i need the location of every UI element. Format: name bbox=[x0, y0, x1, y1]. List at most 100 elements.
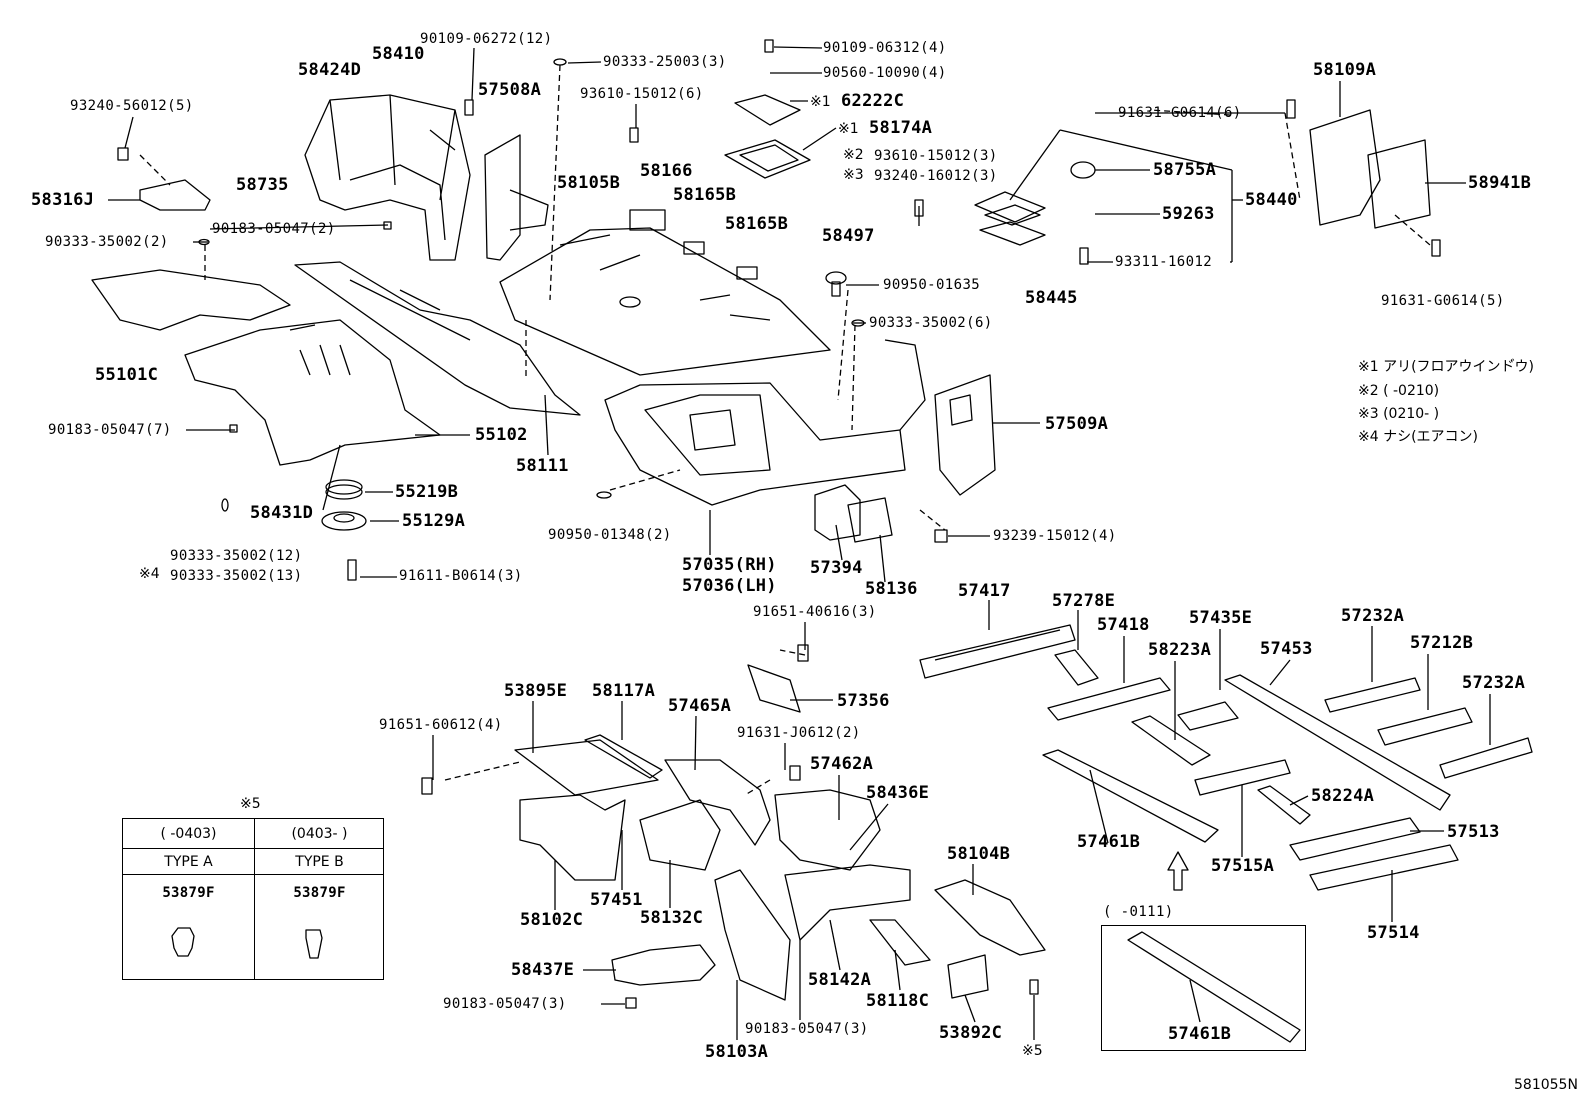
part-number-label: 57417 bbox=[958, 581, 1011, 601]
part-number-label: 91631-J0612(2) bbox=[737, 725, 861, 741]
part-number-label: 58440 bbox=[1245, 190, 1298, 210]
part-number-label: 57509A bbox=[1045, 414, 1109, 434]
part-number-label: 57435E bbox=[1189, 608, 1253, 628]
part-number-label: 58142A bbox=[808, 970, 872, 990]
part-number-label: 90109-06272(12) bbox=[420, 31, 553, 47]
dashed-assembly-lines bbox=[139, 64, 1431, 796]
part-number-label: 58132C bbox=[640, 908, 704, 928]
part-number-label: 90560-10090(4) bbox=[823, 65, 947, 81]
part-number-label: 58223A bbox=[1148, 640, 1212, 660]
part-number-label: 58174A bbox=[869, 118, 933, 138]
part-number-label: 57515A bbox=[1211, 856, 1275, 876]
part-number-label: 90950-01348(2) bbox=[548, 527, 672, 543]
part-number-label: 58316J bbox=[31, 190, 95, 210]
reference-mark: ※5 bbox=[1022, 1043, 1043, 1059]
part-sketches bbox=[91, 39, 1533, 1009]
inset-part-label: 57461B bbox=[1168, 1024, 1232, 1044]
table-range-a: ( -0403) bbox=[160, 826, 217, 842]
part-number-label: 58166 bbox=[640, 161, 693, 181]
reference-mark: ※1 bbox=[838, 121, 859, 137]
part-number-label: 90333-35002(13) bbox=[170, 568, 303, 584]
part-number-label: 58104B bbox=[947, 844, 1011, 864]
part-number-label: 58445 bbox=[1025, 288, 1078, 308]
note-2: ※2 ( -0210) bbox=[1358, 383, 1440, 399]
part-number-label: 59263 bbox=[1162, 204, 1215, 224]
part-number-label: 93311-16012 bbox=[1115, 254, 1213, 270]
part-number-label: 93610-15012(3) bbox=[874, 148, 998, 164]
part-number-label: 93240-56012(5) bbox=[70, 98, 194, 114]
part-number-label: 57232A bbox=[1341, 606, 1405, 626]
part-number-label: 58111 bbox=[516, 456, 569, 476]
part-number-label: 91631-G0614(5) bbox=[1381, 293, 1505, 309]
part-number-label: 53895E bbox=[504, 681, 568, 701]
note-3: ※3 (0210- ) bbox=[1358, 406, 1440, 422]
part-number-label: 55219B bbox=[395, 482, 459, 502]
part-number-label: 90183-05047(3) bbox=[443, 996, 567, 1012]
reference-mark: ※2 bbox=[843, 147, 864, 163]
part-number-label: 57212B bbox=[1410, 633, 1474, 653]
part-number-label: 58735 bbox=[236, 175, 289, 195]
table-part-a: 53879F bbox=[162, 885, 215, 901]
part-number-label: 58497 bbox=[822, 226, 875, 246]
part-number-label: 91611-B0614(3) bbox=[399, 568, 523, 584]
part-number-label: 57453 bbox=[1260, 639, 1313, 659]
part-number-label: 57508A bbox=[478, 80, 542, 100]
part-number-label: 57513 bbox=[1447, 822, 1500, 842]
reference-mark: ※1 bbox=[810, 94, 831, 110]
reference-mark: ※4 bbox=[139, 566, 160, 582]
part-number-label: 57461B bbox=[1077, 832, 1141, 852]
part-number-label: 58410 bbox=[372, 44, 425, 64]
part-number-label: 53892C bbox=[939, 1023, 1003, 1043]
part-number-label: 55102 bbox=[475, 425, 528, 445]
part-number-label: 90183-05047(3) bbox=[745, 1021, 869, 1037]
diagram-code: 581055N bbox=[1514, 1077, 1578, 1093]
part-number-label: 57394 bbox=[810, 558, 863, 578]
part-number-label: 58437E bbox=[511, 960, 575, 980]
part-number-label: 55129A bbox=[402, 511, 466, 531]
part-number-label: 90333-35002(6) bbox=[869, 315, 993, 331]
part-number-label: 58118C bbox=[866, 991, 930, 1011]
part-number-label: 57465A bbox=[668, 696, 732, 716]
part-number-label: 90333-25003(3) bbox=[603, 54, 727, 70]
part-number-label: 58224A bbox=[1311, 786, 1375, 806]
part-number-label: 58102C bbox=[520, 910, 584, 930]
part-number-label: 58109A bbox=[1313, 60, 1377, 80]
table-mark: ※5 bbox=[240, 796, 261, 812]
part-number-label: 91651-60612(4) bbox=[379, 717, 503, 733]
part-number-label: 57036(LH) bbox=[682, 576, 777, 596]
part-number-label: 91651-40616(3) bbox=[753, 604, 877, 620]
part-number-label: 90109-06312(4) bbox=[823, 40, 947, 56]
note-4: ※4 ナシ(エアコン) bbox=[1358, 429, 1479, 445]
part-number-label: 93239-15012(4) bbox=[993, 528, 1117, 544]
part-number-label: 58165B bbox=[673, 185, 737, 205]
table-clip-drawings bbox=[171, 927, 323, 959]
table-part-b: 53879F bbox=[293, 885, 346, 901]
inset-rail-drawing bbox=[1127, 931, 1301, 1043]
part-number-label: 90333-35002(12) bbox=[170, 548, 303, 564]
part-number-label: 57035(RH) bbox=[682, 555, 777, 575]
part-number-label: 57232A bbox=[1462, 673, 1526, 693]
part-number-label: 57356 bbox=[837, 691, 890, 711]
part-number-label: 90183-05047(2) bbox=[212, 221, 336, 237]
table-range-b: (0403- ) bbox=[291, 826, 348, 842]
part-number-label: 57278E bbox=[1052, 591, 1116, 611]
part-number-label: 58941B bbox=[1468, 173, 1532, 193]
part-number-label: 57451 bbox=[590, 890, 643, 910]
table-type-b: TYPE B bbox=[295, 854, 344, 870]
part-number-label: 91631-G0614(6) bbox=[1118, 105, 1242, 121]
part-number-label: 58105B bbox=[557, 173, 621, 193]
table-type-a: TYPE A bbox=[164, 854, 213, 870]
reference-mark: ※3 bbox=[843, 167, 864, 183]
part-number-label: 55101C bbox=[95, 365, 159, 385]
part-number-label: 57418 bbox=[1097, 615, 1150, 635]
part-number-label: 58424D bbox=[298, 60, 362, 80]
part-number-label: 57514 bbox=[1367, 923, 1420, 943]
part-number-label: 57462A bbox=[810, 754, 874, 774]
part-number-label: 58165B bbox=[725, 214, 789, 234]
inset-range: ( -0111) bbox=[1103, 904, 1174, 920]
leader-lines bbox=[108, 46, 1491, 1040]
part-number-label: 90950-01635 bbox=[883, 277, 981, 293]
part-number-label: 58436E bbox=[866, 783, 930, 803]
note-1: ※1 アリ(フロアウインド゙ウ) bbox=[1358, 359, 1535, 375]
